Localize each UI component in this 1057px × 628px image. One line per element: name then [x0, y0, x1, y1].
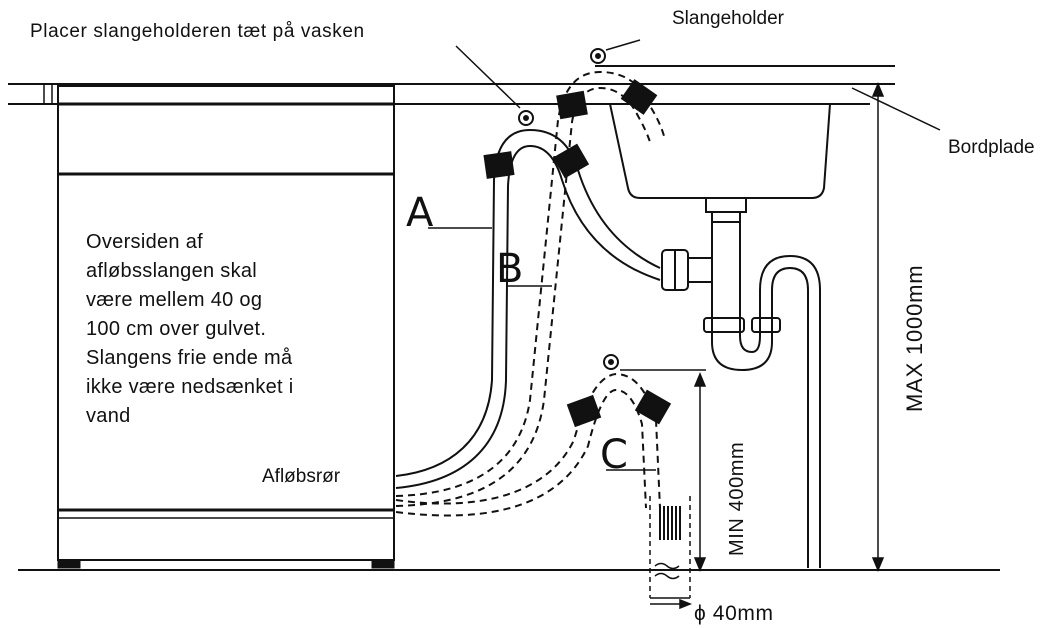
dimension-min [693, 372, 707, 572]
dimension-diameter [650, 598, 693, 610]
diameter-label: ϕ 40mm [694, 602, 774, 625]
description-line: vand [86, 405, 131, 427]
countertop-label: Bordplade [948, 137, 1035, 158]
description-line: Slangens frie ende må [86, 347, 293, 369]
hose-holder-label: Slangeholder [672, 8, 785, 29]
hose-a-label: A [406, 190, 434, 236]
min-height-label: MIN 400mm [726, 442, 748, 556]
dishwasher [57, 85, 395, 569]
description-text: Oversiden af afløbsslangen skal være mel… [86, 228, 386, 431]
description-line: 100 cm over gulvet. [86, 318, 267, 340]
leader-lines [428, 39, 941, 471]
hose-c [395, 372, 672, 517]
hose-b [395, 70, 665, 507]
hose-holder-hooks [518, 48, 619, 370]
hose-c-label: C [600, 432, 628, 478]
description-line: Oversiden af [86, 231, 203, 253]
standpipe [649, 496, 691, 599]
drain-pipe-label: Afløbsrør [262, 466, 341, 487]
hose-b-label: B [496, 246, 523, 292]
sink-basin [609, 103, 831, 223]
max-height-label: MAX 1000mm [902, 265, 927, 412]
dimension-max [871, 82, 885, 572]
sink-trap [661, 222, 821, 568]
place-holder-note: Placer slangeholderen tæt på vasken [30, 21, 365, 42]
description-line: afløbsslangen skal [86, 260, 258, 282]
hose-a [395, 128, 661, 489]
description-line: ikke være nedsænket i [86, 376, 294, 398]
description-line: være mellem 40 og [86, 289, 263, 311]
